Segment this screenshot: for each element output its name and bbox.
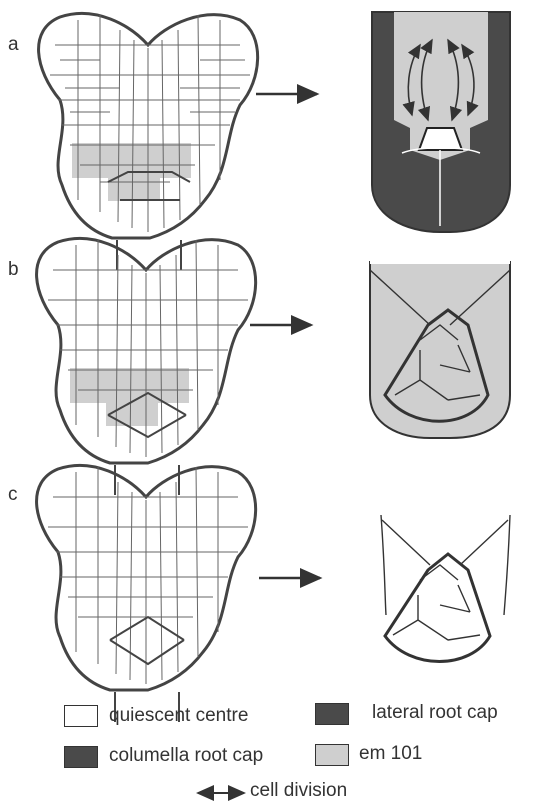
panel-b-root [370,260,510,438]
legend-label-quiescent-centre: quiescent centre [109,705,248,727]
legend-label-lateral-root-cap: lateral root cap [372,702,498,724]
panel-label-c: c [8,484,18,506]
panel-a-root [372,12,510,232]
panel-c-root [381,515,510,662]
panel-label-a: a [8,34,19,56]
panel-c-embryo [37,465,256,722]
legend-swatch-quiescent-centre [64,705,98,727]
panel-label-b: b [8,259,19,281]
legend-swatch-columella-root-cap [64,746,98,768]
legend-label-em101: em 101 [359,743,422,765]
legend-swatch-em101 [315,744,349,766]
panel-b-embryo [37,238,256,495]
em101-zone-b [70,368,189,403]
legend-label-columella-root-cap: columella root cap [109,745,263,767]
legend-label-cell-division: cell division [250,780,347,802]
panel-a-embryo [39,13,258,270]
legend-swatch-lateral-root-cap [315,703,349,725]
